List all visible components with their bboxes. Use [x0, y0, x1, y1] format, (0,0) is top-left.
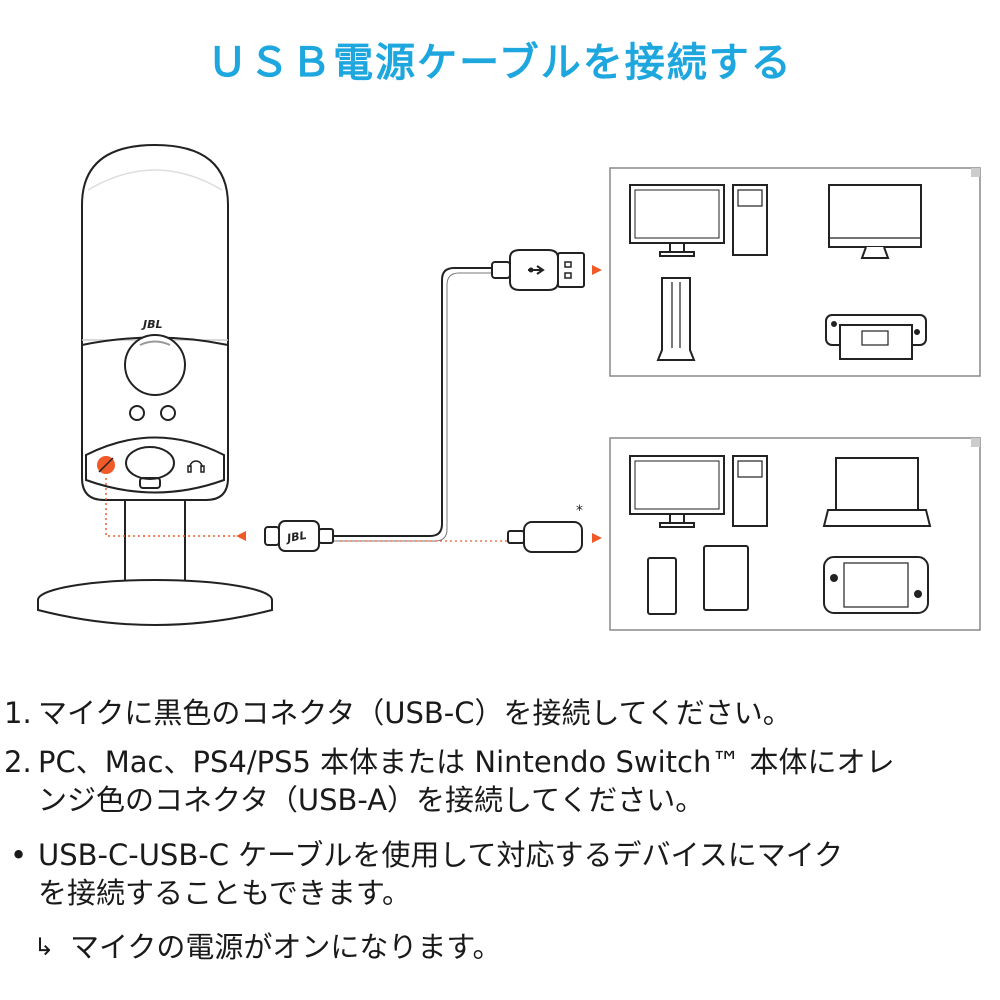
step-marker: 1.: [4, 696, 32, 730]
step-text-continued: ンジ色のコネクタ（USB-A）を接続してください。: [38, 783, 705, 817]
switch-handheld-icon: [823, 556, 929, 614]
ps5-icon: [656, 277, 696, 361]
laptop-icon: [822, 457, 932, 527]
result-text: マイクの電源がオンになります。: [70, 930, 502, 964]
tablet-icon: [703, 545, 749, 611]
step-text-continued: を接続することもできます。: [38, 876, 411, 910]
arrow-left-icon: [236, 531, 246, 541]
usb-c-device-connector: [507, 521, 583, 553]
step-text: USB-C-USB-C ケーブルを使用して対応するデバイスにマイク: [38, 838, 844, 872]
bullet-marker: •: [10, 838, 28, 872]
page-title: ＵＳＢ電源ケーブルを接続する: [207, 40, 793, 86]
pc-icon: [629, 184, 768, 257]
step-marker: 2.: [4, 745, 32, 779]
arrow-right-icon: [592, 265, 602, 275]
mic-logo: JBL: [141, 318, 163, 331]
usb-a-connector: [491, 249, 585, 291]
cable: [333, 267, 500, 537]
microphone-illustration: [37, 143, 273, 626]
return-arrow-icon: ↳: [34, 933, 55, 961]
arrow-right-icon: [592, 533, 602, 543]
footnote-marker: *: [576, 503, 583, 519]
step-text: マイクに黒色のコネクタ（USB-C）を接続してください。: [38, 696, 792, 730]
phone-icon: [647, 557, 677, 615]
mic-port-guide-line: [105, 478, 245, 537]
step-text: PC、Mac、PS4/PS5 本体または Nintendo Switch™ 本体…: [38, 745, 895, 779]
cable-logo: JBL: [284, 529, 307, 546]
mac-icon: [828, 184, 922, 259]
connection-diagram: JBL JBL *: [37, 143, 981, 631]
switch-dock-icon: [825, 314, 927, 360]
pc-icon: [629, 455, 768, 528]
